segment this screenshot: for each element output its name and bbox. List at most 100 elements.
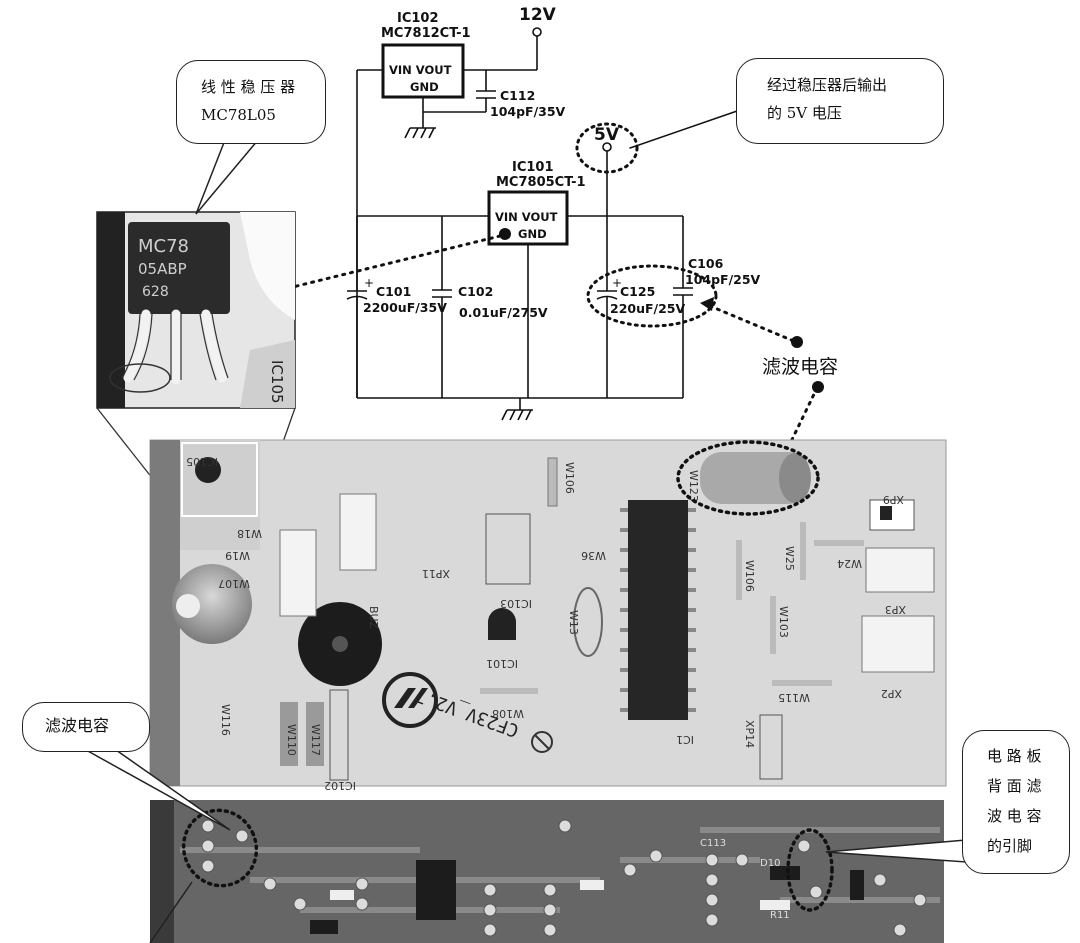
- callout-filter-cap-board: 滤波电容: [22, 702, 150, 752]
- callout-back-filter-cap: 电 路 板 背 面 滤 波 电 容 的引脚: [962, 730, 1070, 874]
- pointer-dot-b: [812, 381, 824, 393]
- silk-w106-a: W106: [563, 462, 576, 494]
- back-silk-c113: C113: [700, 838, 726, 849]
- silk-w117: W117: [309, 724, 322, 756]
- silk-w13: W13: [567, 610, 580, 635]
- schematic: [346, 27, 693, 421]
- c125-value: 220uF/25V: [610, 301, 685, 316]
- connector-xp3: [865, 547, 935, 593]
- zoom-board-label: IC105: [268, 360, 286, 404]
- no-symbol: [531, 731, 553, 753]
- silk-w19: W19: [225, 549, 250, 562]
- silk-ic103: IC103: [500, 597, 532, 610]
- callout-output-5v: 经过稳压器后输出 的 5V 电压: [736, 58, 944, 144]
- pointer-dot-a: [791, 336, 803, 348]
- silk-xp2: XP2: [881, 687, 902, 700]
- chip-marking-1: MC78: [138, 236, 189, 257]
- filter-cap-label-schematic: 滤波电容: [762, 356, 838, 378]
- silk-labels: IC105 W18 W19 W106 XP11 IC103 W36 W13 IC…: [186, 455, 906, 792]
- c125-highlight: [586, 264, 718, 328]
- silk-w108: W108: [492, 707, 524, 720]
- v5-terminal: [602, 142, 612, 152]
- ic101-pins-top: VIN VOUT: [495, 210, 558, 224]
- silk-w115: W115: [778, 691, 810, 704]
- chip-marking-3: 628: [142, 284, 169, 300]
- silk-w18: W18: [237, 527, 262, 540]
- callout-linear-regulator-line2: MC78L05: [201, 106, 276, 124]
- zoom-source-rect: [181, 442, 258, 517]
- silk-w24: W24: [837, 557, 862, 570]
- callout-filter-cap-board-text: 滤波电容: [45, 716, 110, 735]
- ic103-outline: [485, 513, 531, 585]
- ic102-pins-top: VIN VOUT: [389, 63, 452, 77]
- ic101-gnd-dot: [499, 228, 511, 240]
- tail-linear-regulator: [195, 139, 260, 215]
- silk-xp14: XP14: [743, 720, 756, 748]
- c102-value: 0.01uF/275V: [459, 305, 548, 320]
- silk-w103: W103: [777, 606, 790, 638]
- tail-bottom: [149, 881, 193, 943]
- silk-ic102: IC102: [324, 779, 356, 792]
- silk-ic101: IC101: [486, 657, 518, 670]
- c106-value: 104pF/25V: [685, 272, 761, 287]
- ic102-ref: IC102: [397, 11, 439, 26]
- callout-back-filter-cap-line2: 背 面 滤: [987, 777, 1042, 795]
- arrow-c125: [700, 297, 714, 311]
- silk-w110: W110: [285, 724, 298, 756]
- c112-ref: C112: [500, 88, 535, 103]
- chip-marking-2: 05ABP: [138, 260, 187, 278]
- callout-output-5v-line1: 经过稳压器后输出: [767, 76, 888, 94]
- back-silk-r11: R11: [770, 910, 790, 921]
- ic101-ref: IC101: [512, 160, 554, 175]
- board-front-photo: CF23V_V2.7: [149, 439, 947, 787]
- transistor-ic101: [488, 608, 516, 640]
- callout-back-filter-cap-line3: 波 电 容: [987, 807, 1042, 825]
- mc78l05-chip: [128, 222, 230, 314]
- silk-w107: W107: [218, 577, 250, 590]
- v12-label: 12V: [519, 5, 557, 25]
- silk-xp3: XP3: [885, 603, 906, 616]
- silk-w25: W25: [783, 546, 796, 571]
- callout-linear-regulator-line1: 线 性 稳 压 器: [201, 78, 296, 96]
- c101-value: 2200uF/35V: [363, 300, 447, 315]
- ic102-pins-bottom: GND: [410, 80, 439, 94]
- crystal: [573, 587, 603, 657]
- pointer-5v-to-callout: [629, 109, 741, 149]
- silk-w123: W123: [687, 470, 700, 502]
- connector-xp2: [861, 615, 935, 673]
- silk-buz: BUZ: [367, 606, 380, 629]
- back-pins-highlight-right: [786, 828, 834, 912]
- c102-ref: C102: [458, 284, 493, 299]
- c125-ref: C125: [620, 284, 655, 299]
- v5-label: 5V: [594, 125, 620, 145]
- electrolytic-capacitor-left: [172, 564, 252, 644]
- silk-ic1: IC1: [676, 733, 694, 746]
- ic102-part: MC7812CT-1: [381, 26, 471, 41]
- ic101-pins-bottom: GND: [518, 227, 547, 241]
- ic1-chip: [628, 500, 688, 720]
- silk-xp11: XP11: [422, 567, 450, 580]
- board-back-photo: C113 D10 R11: [150, 800, 944, 943]
- connector-white-2: [339, 493, 377, 571]
- silk-ic105: IC105: [186, 455, 218, 468]
- c106-ref: C106: [688, 256, 724, 271]
- zoom-photo: MC78 05ABP 628 IC105: [96, 211, 296, 517]
- callout-back-filter-cap-line4: 的引脚: [987, 837, 1033, 855]
- silk-w36: W36: [581, 549, 606, 562]
- brand-logo: [382, 672, 438, 728]
- callout-back-filter-cap-line1: 电 路 板: [987, 747, 1042, 765]
- silk-xp9: XP9: [883, 493, 904, 506]
- back-silk-d10: D10: [760, 858, 780, 869]
- callout-linear-regulator: 线 性 稳 压 器 MC78L05: [176, 60, 326, 144]
- c112-value: 104pF/35V: [490, 104, 566, 119]
- connector-white-1: [279, 529, 317, 617]
- c101-plus: +: [364, 276, 374, 290]
- pointer-c125-to-label: [708, 304, 798, 344]
- v12-terminal: [532, 27, 542, 37]
- silk-w116: W116: [219, 704, 232, 736]
- ic101-part: MC7805CT-1: [496, 175, 586, 190]
- callout-output-5v-line2: 的 5V 电压: [767, 104, 842, 122]
- c101-ref: C101: [376, 284, 411, 299]
- front-filter-cap-highlight: [676, 440, 820, 516]
